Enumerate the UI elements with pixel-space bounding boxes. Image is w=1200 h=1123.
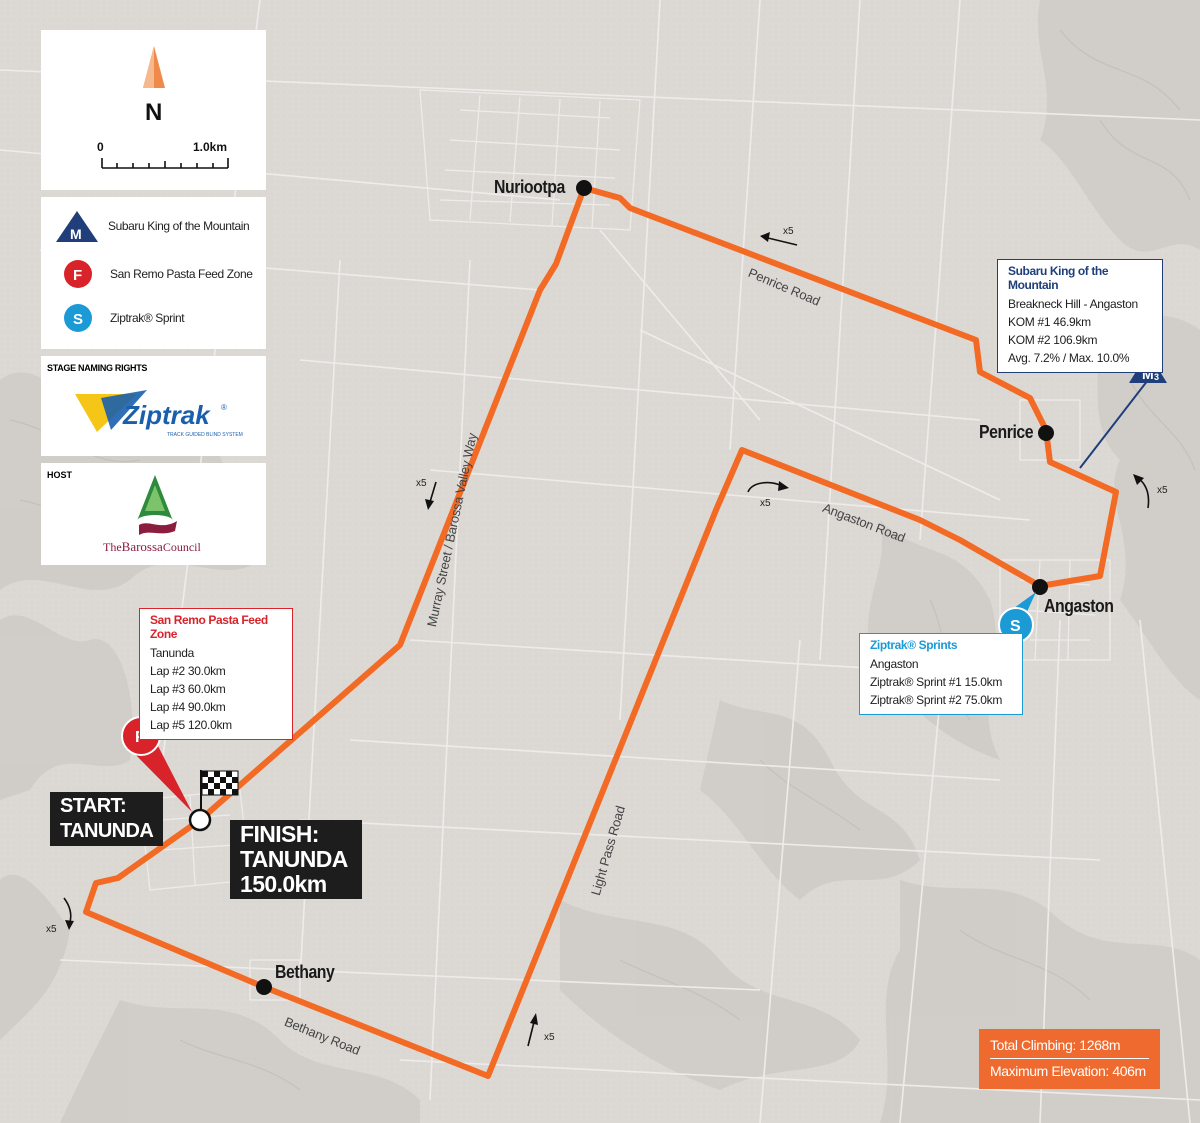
direction-arrow-angaston-road xyxy=(747,481,789,493)
ziptrak-logo: Ziptrak ® TRACK GUIDED BLIND SYSTEM xyxy=(75,390,243,438)
kom-callout-title: Subaru King of the Mountain xyxy=(1008,264,1109,292)
legend-item-sprint: S Ziptrak® Sprint xyxy=(63,303,185,333)
direction-arrows xyxy=(63,232,1150,1047)
host-panel: HOST TheBarossaCouncil xyxy=(41,463,266,565)
town-label-penrice: Penrice xyxy=(979,422,1034,442)
host-logo-text: TheBarossaCouncil xyxy=(103,539,201,555)
svg-text:®: ® xyxy=(221,403,227,412)
direction-arrow-angaston-climb xyxy=(1133,474,1150,509)
feed-callout: San Remo Pasta Feed Zone Tanunda Lap #2 … xyxy=(139,608,293,740)
kom-marker-label: M xyxy=(1142,366,1154,382)
town-label-bethany: Bethany xyxy=(275,962,335,982)
total-climbing: Total Climbing: 1268m xyxy=(990,1037,1121,1053)
finish-label-line1: FINISH: xyxy=(240,821,319,847)
svg-text:S: S xyxy=(73,311,83,328)
host-logo-main: Barossa xyxy=(121,539,163,554)
scale-end-label: 1.0km xyxy=(193,140,227,154)
kom-callout-line: Breakneck Hill - Angaston xyxy=(1008,297,1138,311)
town-dot-angaston xyxy=(1032,579,1048,595)
feed-zone-icon: F xyxy=(64,260,92,288)
lap-marker-penrice-road: x5 xyxy=(783,226,794,237)
north-letter: N xyxy=(145,99,162,126)
feed-callout-line: Lap #4 90.0km xyxy=(150,700,226,714)
barossa-council-emblem xyxy=(137,475,177,535)
legend-item-feed: F San Remo Pasta Feed Zone xyxy=(63,259,253,289)
town-markers xyxy=(188,180,1054,995)
finish-label: FINISH: TANUNDA 150.0km xyxy=(230,820,362,899)
naming-rights-panel: STAGE NAMING RIGHTS Ziptrak ® TRACK GUID… xyxy=(41,356,266,456)
host-logo-prefix: The xyxy=(103,540,122,554)
sprint-marker-label: S xyxy=(1010,618,1021,635)
sprint-callout-title: Ziptrak® Sprints xyxy=(870,638,958,652)
scale-bar xyxy=(101,158,229,169)
start-finish-point xyxy=(188,808,212,832)
lap-marker-murray-street: x5 xyxy=(416,478,427,489)
mountain-triangle-icon: M xyxy=(56,211,98,242)
finish-label-line2: TANUNDA xyxy=(240,846,348,872)
direction-arrow-light-pass-road xyxy=(527,1013,538,1047)
scale-start-label: 0 xyxy=(97,140,104,154)
maximum-elevation: Maximum Elevation: 406m xyxy=(990,1063,1146,1079)
lap-marker-tanunda-south: x5 xyxy=(46,924,57,935)
feed-callout-line: Lap #3 60.0km xyxy=(150,682,226,696)
direction-arrow-penrice-road xyxy=(760,232,798,246)
kom-marker-sub: 3 xyxy=(1154,372,1159,382)
lap-marker-angaston-road: x5 xyxy=(760,498,771,509)
sprint-callout: Ziptrak® Sprints Angaston Ziptrak® Sprin… xyxy=(859,633,1023,715)
town-dot-penrice xyxy=(1038,425,1054,441)
stats-divider xyxy=(990,1058,1149,1059)
start-label-line1: START: xyxy=(60,795,127,817)
kom-callout-line: KOM #1 46.9km xyxy=(1008,315,1091,329)
sprint-callout-line: Ziptrak® Sprint #1 15.0km xyxy=(870,675,1003,689)
svg-text:M: M xyxy=(70,226,82,242)
legend-panel: M Subaru King of the Mountain F San Remo… xyxy=(41,197,266,349)
lap-marker-light-pass-road: x5 xyxy=(544,1032,555,1043)
kom-callout-line: Avg. 7.2% / Max. 10.0% xyxy=(1008,351,1130,365)
stats-badge: Total Climbing: 1268m Maximum Elevation:… xyxy=(979,1029,1160,1089)
sprint-callout-line: Ziptrak® Sprint #2 75.0km xyxy=(870,693,1003,707)
town-label-nuriootpa: Nuriootpa xyxy=(494,177,565,197)
legend-label-sprint: Ziptrak® Sprint xyxy=(110,311,185,325)
feed-callout-title: San Remo Pasta Feed Zone xyxy=(150,613,268,641)
start-label: START: TANUNDA xyxy=(50,792,164,846)
start-label-line2: TANUNDA xyxy=(60,820,154,842)
finish-label-line3: 150.0km xyxy=(240,871,327,897)
host-logo-suffix: Council xyxy=(162,540,201,554)
sprint-callout-line: Angaston xyxy=(870,657,919,671)
svg-text:F: F xyxy=(73,267,82,284)
checkered-flag-icon xyxy=(200,770,239,810)
svg-text:Ziptrak: Ziptrak xyxy=(122,400,211,430)
kom-callout: Subaru King of the Mountain Breakneck Hi… xyxy=(997,259,1163,373)
compass-svg: N 0 1.0km xyxy=(97,46,229,169)
direction-arrow-murray-street xyxy=(425,481,437,510)
svg-text:TRACK GUIDED BLIND SYSTEM: TRACK GUIDED BLIND SYSTEM xyxy=(167,432,243,438)
host-heading: HOST xyxy=(47,470,73,480)
lap-marker-angaston-climb: x5 xyxy=(1157,485,1168,496)
legend-item-kom: M Subaru King of the Mountain xyxy=(55,209,250,243)
kom-callout-line: KOM #2 106.9km xyxy=(1008,333,1098,347)
feed-callout-line: Tanunda xyxy=(150,646,194,660)
direction-arrow-tanunda-south xyxy=(63,897,74,930)
feed-callout-line: Lap #5 120.0km xyxy=(150,718,232,732)
legend-label-kom: Subaru King of the Mountain xyxy=(108,219,250,233)
town-label-angaston: Angaston xyxy=(1044,596,1114,616)
compass-panel: N 0 1.0km xyxy=(41,30,266,190)
sprint-icon: S xyxy=(64,304,92,332)
feed-callout-line: Lap #2 30.0km xyxy=(150,664,226,678)
town-dot-nuriootpa xyxy=(576,180,592,196)
town-dot-bethany xyxy=(256,979,272,995)
naming-rights-heading: STAGE NAMING RIGHTS xyxy=(47,363,148,373)
legend-label-feed: San Remo Pasta Feed Zone xyxy=(110,267,253,281)
